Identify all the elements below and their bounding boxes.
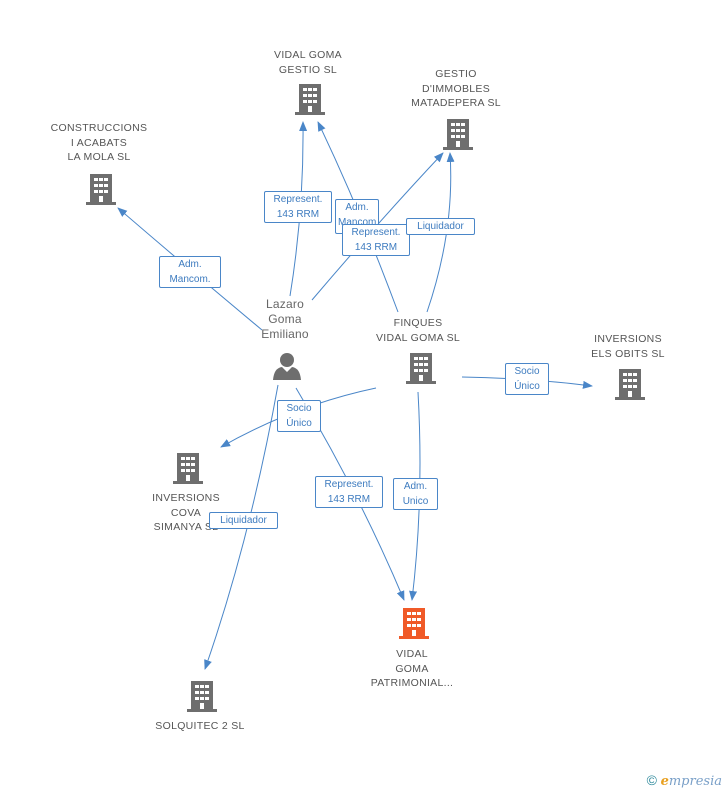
edge-lazaro-solquitec (204, 384, 279, 670)
edge-label-adm-mancom[interactable]: Adm. Mancom. (159, 256, 221, 288)
edge-label-represent-finques[interactable]: Represent. 143 RRM (342, 224, 410, 256)
edge-label-represent-patrimonial[interactable]: Represent. 143 RRM (315, 476, 383, 508)
building-icon (615, 369, 645, 400)
empresia-logo: © empresia (646, 772, 722, 789)
node-lazaro[interactable]: Lazaro Goma Emiliano (261, 297, 309, 341)
copyright-symbol: © (646, 772, 657, 788)
building-icon-highlight (399, 608, 429, 639)
edge-label-adm-unico[interactable]: Adm. Unico (393, 478, 438, 510)
node-vidal-goma-gestio[interactable]: VIDAL GOMA GESTIO SL (274, 49, 342, 76)
building-icon (86, 174, 116, 205)
person-icon (273, 353, 301, 380)
edge-label-socio-obits[interactable]: Socio Único (505, 363, 549, 395)
edge-label-liquidador-gestio[interactable]: Liquidador (406, 218, 475, 235)
node-inversions-obits[interactable]: INVERSIONS ELS OBITS SL (591, 333, 665, 360)
building-icon (443, 119, 473, 150)
node-solquitec[interactable]: SOLQUITEC 2 SL (155, 720, 245, 732)
building-icon (406, 353, 436, 384)
edge-label-liquidador-solquitec[interactable]: Liquidador (209, 512, 278, 529)
node-gestio-immobles[interactable]: GESTIO D'IMMOBLES MATADEPERA SL (411, 68, 501, 109)
edge-label-socio-cova[interactable]: Socio Único (277, 400, 321, 432)
building-icon (173, 453, 203, 484)
node-finques[interactable]: FINQUES VIDAL GOMA SL (375, 317, 461, 344)
node-construccions[interactable]: CONSTRUCCIONS I ACABATS LA MOLA SL (50, 122, 148, 163)
building-icon (295, 84, 325, 115)
building-icon (187, 681, 217, 712)
node-inversions-cova[interactable]: INVERSIONS COVA SIMANYA SL (152, 492, 220, 533)
node-vidal-patrimonial[interactable]: VIDAL GOMA PATRIMONIAL... (370, 648, 454, 689)
edge-label-represent-gestio[interactable]: Represent. 143 RRM (264, 191, 332, 223)
